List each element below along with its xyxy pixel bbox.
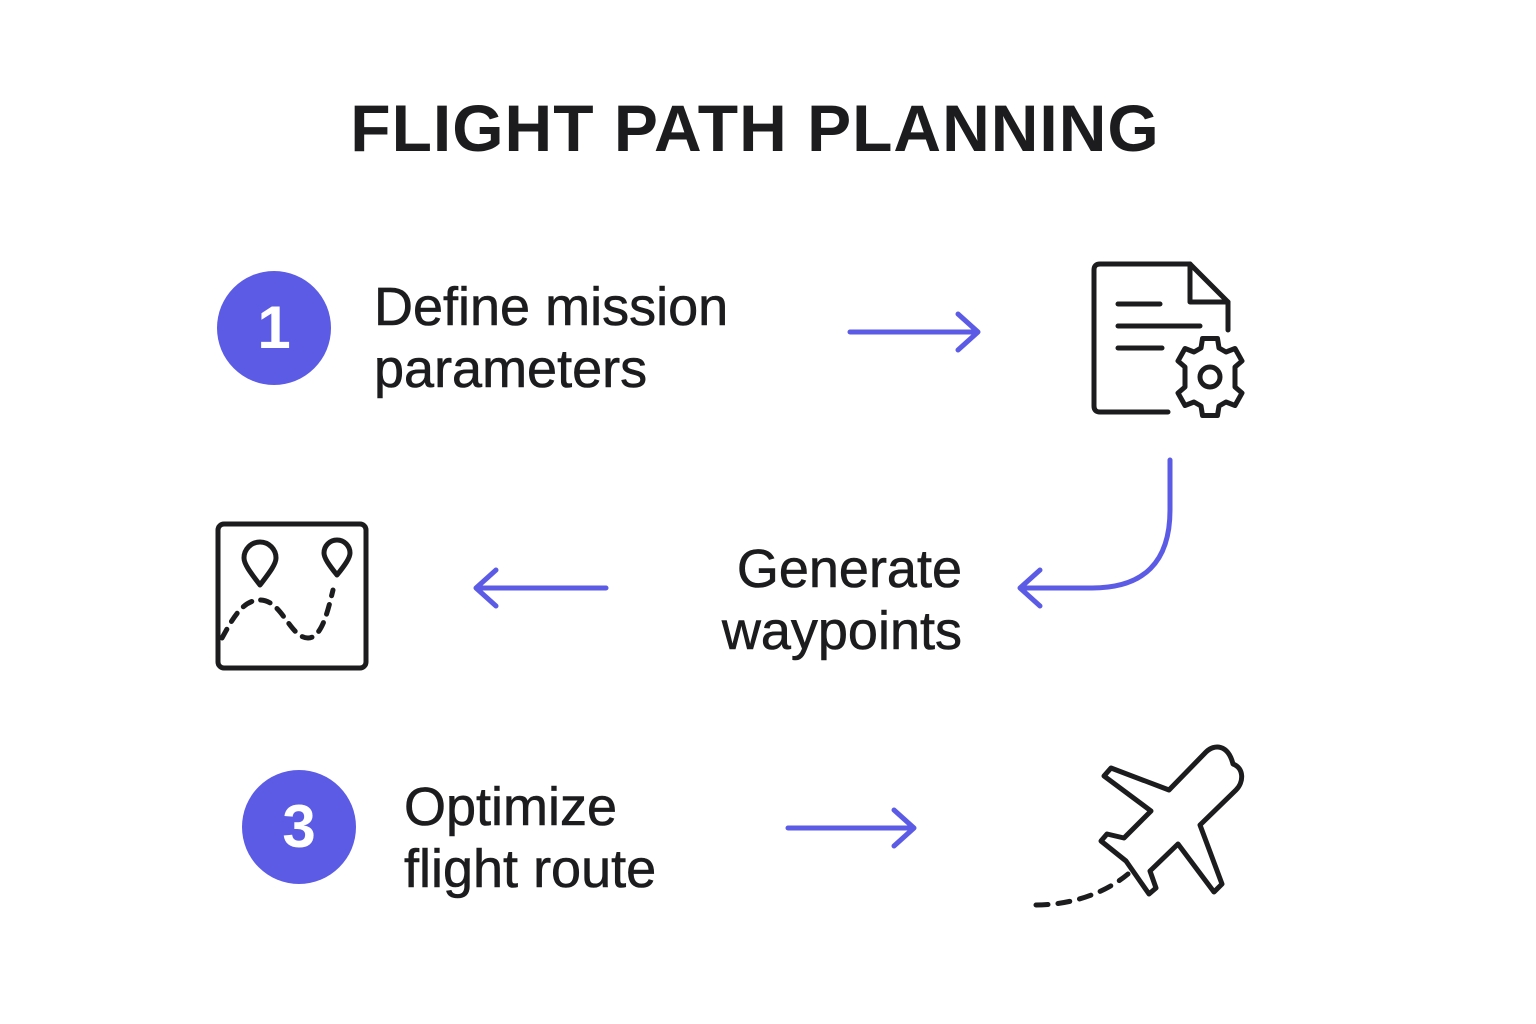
map-route-icon <box>215 521 369 671</box>
arrow-right-3 <box>785 807 917 849</box>
step-1-label: Define mission parameters <box>374 276 729 400</box>
arrow-left-2 <box>473 567 609 609</box>
step-3-badge: 3 <box>242 770 356 884</box>
document-gear-icon <box>1091 261 1245 418</box>
step-2-label: Generate waypoints <box>640 538 963 662</box>
airplane-icon <box>1033 744 1245 908</box>
step-2-label-line2: waypoints <box>721 601 963 662</box>
step-3-label: Optimize flight route <box>404 776 657 900</box>
step-3-label-line1: Optimize <box>404 777 618 838</box>
diagram-title: FLIGHT PATH PLANNING <box>350 91 1160 165</box>
step-1-badge: 1 <box>217 271 331 385</box>
step-3-label-line2: flight route <box>404 839 657 900</box>
step-2-label-line1: Generate <box>736 539 963 600</box>
arrow-curve-down-left <box>1017 457 1173 609</box>
arrow-right-1 <box>847 311 981 353</box>
step-1-label-line1: Define mission <box>374 277 729 338</box>
step-1-label-line2: parameters <box>374 339 648 400</box>
